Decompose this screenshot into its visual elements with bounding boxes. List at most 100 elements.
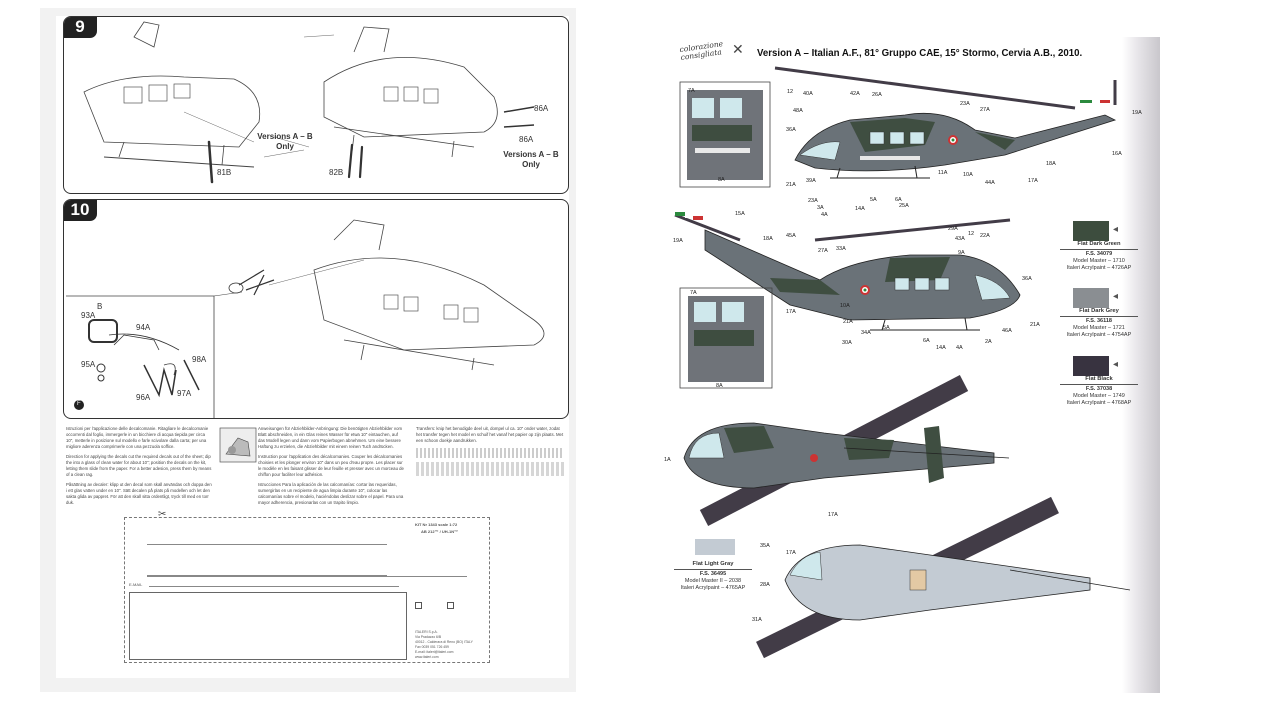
decal-callout: 17A [828,512,838,518]
decal-callout: 23A [808,198,818,204]
form-address-lines [147,566,467,577]
company-line-6: www.italeri.com [415,655,439,659]
decal-callout: 4A [956,345,963,351]
swatch-flat-dark-green [1073,221,1109,241]
arrow-left-icon: ◂ [1113,359,1119,370]
swatch-fs-code: F.S. 36118 [1086,318,1112,324]
decal-callout: 27A [980,107,990,113]
form-email-label: E-MAIL [129,582,143,587]
callout-93a: 93A [81,311,96,320]
decal-callout: 36A [1022,276,1032,282]
handwritten-cross-icon: ✕ [732,42,744,58]
callout-81b: 81B [217,168,232,177]
decal-callout: 40A [803,91,813,97]
swatch-name: Flat Dark Grey [1079,308,1119,314]
decal-callout: 6A [923,338,930,344]
company-line-1: ITALERI S.p.A. [415,630,438,634]
feedback-form: KIT Nr 1343 scale 1:72 AB 212™ / UH-1N™ … [124,517,490,663]
swatch-flat-light-gray [695,539,735,555]
side-view-1 [679,66,1117,188]
decal-callout: 34A [861,330,871,336]
decal-callout: 8A [718,177,725,183]
swatch-name: Flat Black [1085,376,1113,382]
scissors-icon: ✂ [158,509,167,520]
step-10-number: 10 [64,200,97,221]
instruction-spanish: Istrucciones Para la aplicación de las c… [258,482,404,505]
bottom-view [756,496,1131,659]
versions-note-right: Versions A – B Only [496,150,566,170]
swatch-model-master: Model Master – 1710 [1073,258,1125,264]
instruction-french: Instruction pour l'application des décal… [258,454,404,477]
decal-callout: 21A [1030,322,1040,328]
decal-callout: 17A [1028,178,1038,184]
swatch-divider [1060,249,1138,250]
decal-callout: 46A [1002,328,1012,334]
top-view [683,375,1010,526]
instruction-german: Anweisungen für Abziehbilder-Anbringung:… [258,426,403,449]
instruction-russian-placeholder [416,462,564,476]
versions-note-right-line2: Only [522,160,540,169]
decal-callout: 11A [938,170,948,176]
company-line-4: Fax 0039 051 726 459 [415,645,449,649]
swatch-fs-code: F.S. 37038 [1085,386,1113,392]
swatch-divider [1060,384,1138,385]
decal-callout: 9A [958,250,965,256]
form-kit-name: AB 212™ / UH-1N™ [421,529,459,534]
decal-callout: 10A [840,303,850,309]
swatch-italeri: Italeri Acrylpaint – 4765AP [680,585,746,591]
decal-callout: 12 [787,89,794,95]
instructions-column-2: Anweisungen für Abziehbilder-Anbringung:… [258,426,404,516]
callout-94a: 94A [136,323,151,332]
swatch-divider [1060,316,1138,317]
decal-callout: 43A [955,236,965,242]
form-email-line [149,586,399,587]
decal-callout: 35A [760,543,770,549]
side-view-2 [674,212,1021,389]
step-9-panel: 9 81B 82B 86A 86A Versions A – B Only Ve [63,16,569,194]
decal-callout: 3A [817,205,824,211]
swatch-fs-code: F.S. 34079 [1085,251,1113,257]
swatch-model-master: Model Master – 1749 [1073,393,1125,399]
swatch-italeri: Italeri Acrylpaint – 4768AP [1066,400,1132,406]
decal-callout: 7A [688,88,695,94]
decal-callout: 19A [1132,110,1142,116]
callout-96a: 96A [136,393,151,402]
company-line-3: 40012 - Calderara di Reno (BO) ITALY [415,640,473,644]
form-company-address: ITALERI S.p.A. Via Pradazzo 6/B 40012 - … [415,630,473,660]
form-comments-box[interactable] [129,592,407,660]
decal-callout: 42A [850,91,860,97]
decal-callout: 36A [786,127,796,133]
versions-note-left: Versions A – B Only [240,132,330,152]
page-edge-shadow [1122,37,1160,693]
instruction-swedish: Påsättning av decaler: klipp ut den deca… [66,482,212,505]
callout-f: F [77,401,81,407]
version-title: Version A – Italian A.F., 81° Gruppo CAE… [757,47,1083,59]
decal-callout: 19A [673,238,683,244]
swatch-name: Flat Dark Green [1077,241,1121,247]
decal-callout: 5A [883,325,890,331]
callout-95a: 95A [81,360,96,369]
decal-callout: 27A [818,248,828,254]
form-name-lines [147,544,387,576]
form-checkbox-2[interactable] [447,602,454,609]
arrow-left-icon: ◂ [1113,291,1119,302]
decal-callout: 33A [836,246,846,252]
form-kit-number: KIT Nr 1343 scale 1:72 [415,522,458,527]
step-9-drawing [83,21,535,184]
decal-callout: 12 [968,231,975,237]
instruction-italian: Istruzioni per l'applicazione delle deca… [66,426,209,449]
swatch-italeri: Italeri Acrylpaint – 4726AP [1066,265,1132,271]
form-checkbox-1[interactable] [415,602,422,609]
decal-callout: 10A [963,172,973,178]
callout-86a-bottom: 86A [519,135,534,144]
swatch-model-master: Model Master II – 2038 [684,578,742,584]
company-line-5: E-mail: italeri@italeri.com [415,650,454,654]
versions-note-right-line1: Versions A – B [503,150,559,159]
decal-callout: 18A [763,236,773,242]
decal-callout: 16A [1112,151,1122,157]
arrow-left-icon: ◂ [1113,224,1119,235]
